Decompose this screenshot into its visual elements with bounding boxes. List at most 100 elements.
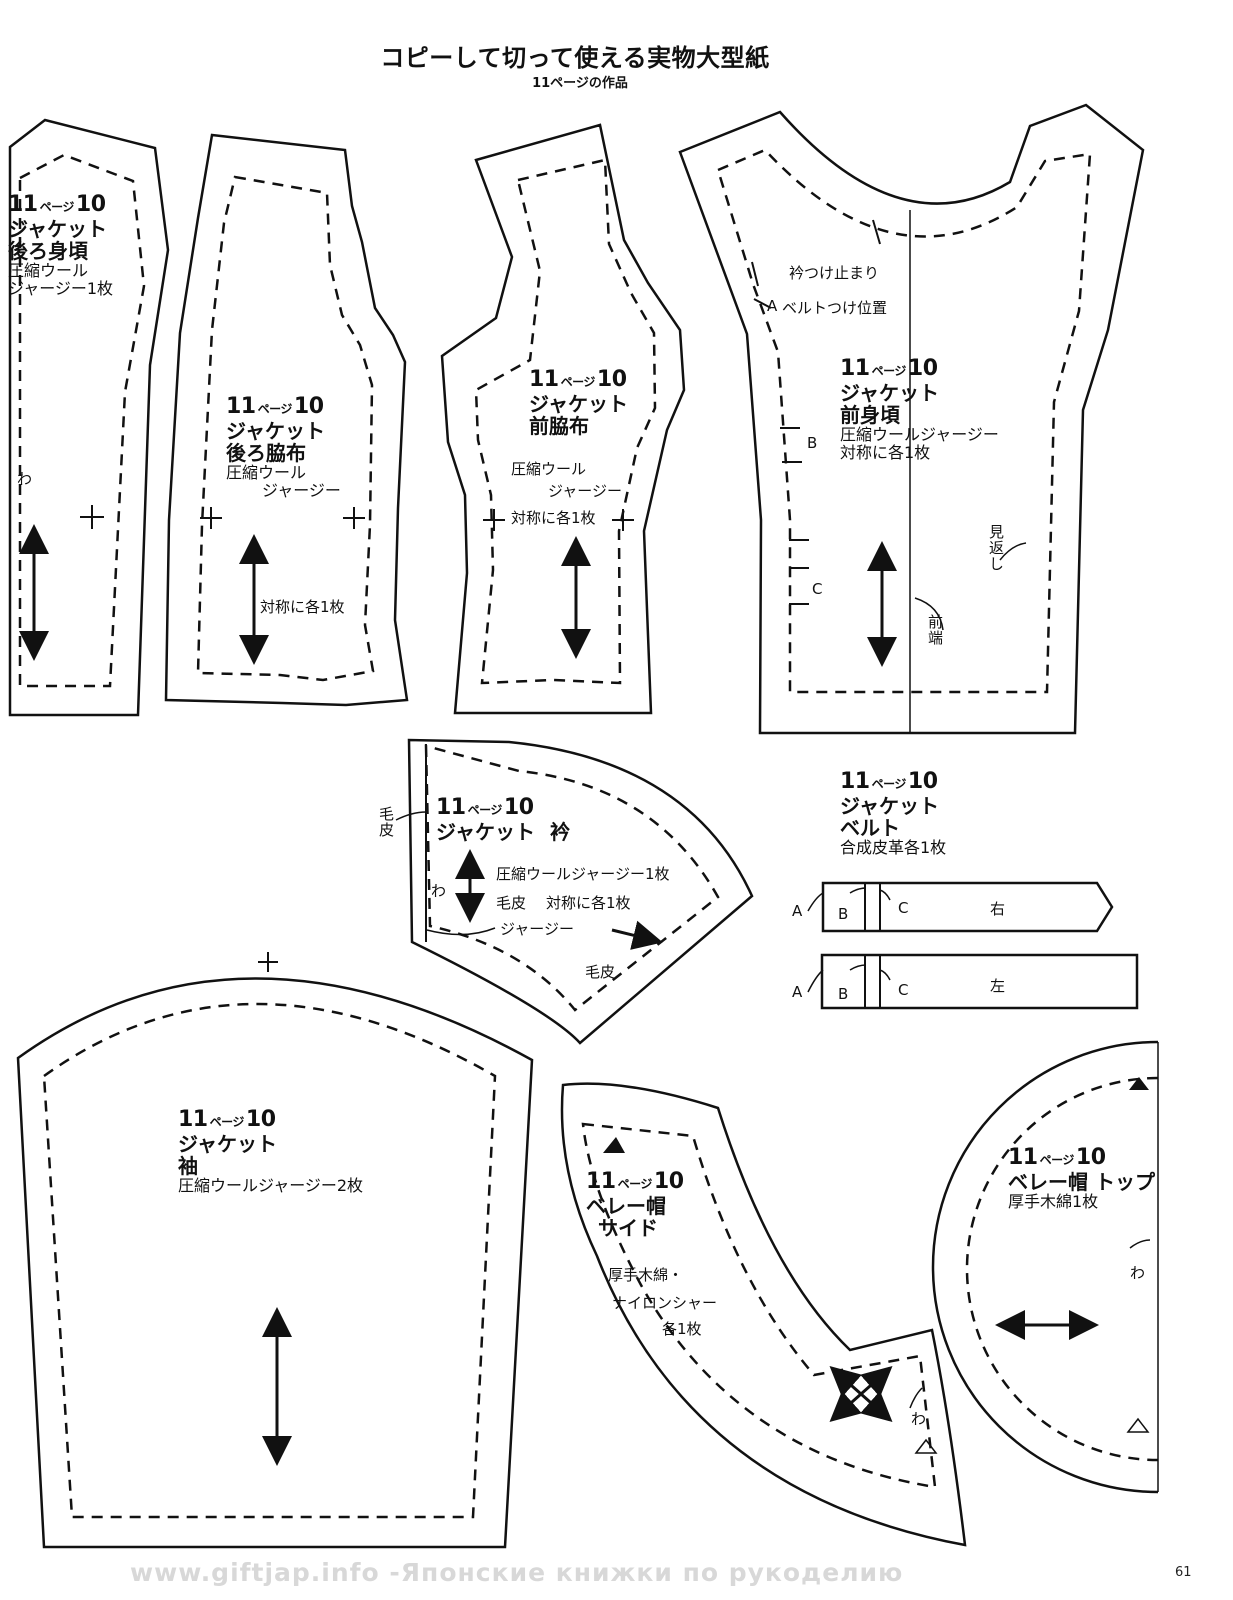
- back-body-fold-mark: わ: [17, 470, 33, 488]
- beret-top-ref-number: 10: [1075, 1145, 1106, 1170]
- back-body-fabric-2: ジャージー1枚: [8, 279, 114, 299]
- belt-mark-c-left: C: [898, 981, 909, 999]
- front-side-ref-number: 10: [596, 367, 627, 392]
- beret-side-count: 各1枚: [662, 1320, 702, 1338]
- front-side-fabric-1: 圧縮ウール: [511, 460, 587, 478]
- back-body-ref-page: 11: [8, 192, 38, 217]
- beret-side-ref-number: 10: [653, 1169, 684, 1194]
- front-body-count: 対称に各1枚: [840, 443, 931, 463]
- front-side-ref-small: ページ: [560, 375, 596, 389]
- front-body-front-edge: 前端: [926, 614, 944, 646]
- collar-fabric-1: 圧縮ウールジャージー1枚: [496, 865, 670, 883]
- back-side-title: ジャケット: [226, 418, 325, 443]
- belt-piece: [807, 881, 1139, 1010]
- back-body-fabric-1: 圧縮ウール: [8, 261, 89, 281]
- front-side-fabric-2: ジャージー: [548, 482, 622, 500]
- beret-top-ref-small: ページ: [1039, 1153, 1075, 1167]
- page-title: コピーして切って使える実物大型紙: [380, 44, 770, 72]
- belt-mark-b-right: B: [838, 905, 849, 923]
- collar-jersey: ジャージー: [500, 920, 574, 938]
- back-body-piece: [8, 118, 170, 717]
- collar-name: 衿: [549, 819, 570, 844]
- front-body-name: 前身頃: [840, 403, 900, 428]
- beret-side-fold-mark: わ: [911, 1410, 927, 1428]
- sleeve-name: 袖: [178, 1154, 198, 1179]
- front-side-title: ジャケット: [529, 391, 628, 416]
- beret-side-name: サイド: [598, 1216, 658, 1241]
- beret-top-ref-page: 11: [1008, 1145, 1038, 1170]
- belt-left-label: 左: [990, 977, 1006, 995]
- back-side-ref-page: 11: [226, 394, 256, 419]
- back-body-title: ジャケット: [8, 216, 107, 241]
- sleeve-ref-number: 10: [245, 1107, 276, 1132]
- belt-right-label: 右: [990, 900, 1006, 918]
- beret-top-fold-mark: わ: [1130, 1264, 1146, 1282]
- front-body-piece: [678, 103, 1145, 735]
- collar-fabric-2: 毛皮: [496, 894, 527, 912]
- front-body-fabric-1: 圧縮ウールジャージー: [840, 425, 999, 445]
- belt-mark-a-right: A: [792, 902, 803, 920]
- beret-side-piece: [560, 1082, 967, 1547]
- beret-top-title: ベレー帽 トップ: [1008, 1169, 1155, 1194]
- back-side-count: 対称に各1枚: [260, 598, 345, 616]
- front-body-collar-stop: 衿つけ止まり: [789, 264, 880, 282]
- front-body-facing: 見返し: [987, 524, 1005, 572]
- collar-title: ジャケット: [436, 819, 535, 844]
- back-side-fabric-1: 圧縮ウール: [226, 463, 307, 483]
- beret-side-title: ベレー帽: [586, 1193, 666, 1218]
- back-body-ref-number: 10: [75, 192, 106, 217]
- beret-top-fabric-1: 厚手木綿1枚: [1008, 1192, 1099, 1212]
- sleeve-piece: [16, 952, 534, 1549]
- belt-name: ベルト: [840, 816, 900, 841]
- site-watermark: www.giftjap.info -Японские книжки по рук…: [130, 1558, 904, 1587]
- belt-ref-page: 11: [840, 769, 870, 794]
- beret-side-ref-page: 11: [586, 1169, 616, 1194]
- belt-title: ジャケット: [840, 793, 939, 818]
- beret-top-piece: [931, 1040, 1159, 1494]
- page-subtitle: 11ページの作品: [532, 76, 628, 91]
- belt-mark-a-left: A: [792, 983, 803, 1001]
- back-side-name: 後ろ脇布: [226, 441, 306, 466]
- front-body-belt-position: ベルトつけ位置: [782, 299, 888, 317]
- collar-fur-side: 毛皮: [377, 806, 395, 838]
- collar-ref-page: 11: [436, 795, 466, 820]
- beret-side-fabric-1: 厚手木綿・: [608, 1266, 684, 1284]
- back-side-fabric-2: ジャージー: [262, 481, 341, 501]
- belt-ref-number: 10: [907, 769, 938, 794]
- front-body-ref-number: 10: [907, 356, 938, 381]
- front-side-piece: [440, 123, 686, 715]
- front-body-mark-a: A: [767, 297, 778, 315]
- belt-mark-c-right: C: [898, 899, 909, 917]
- back-side-ref-number: 10: [293, 394, 324, 419]
- collar-ref-number: 10: [503, 795, 534, 820]
- front-body-mark-b: B: [807, 434, 818, 452]
- collar-ref-small: ページ: [467, 803, 503, 817]
- front-body-title: ジャケット: [840, 380, 939, 405]
- collar-fur-bottom: 毛皮: [585, 963, 616, 981]
- front-body-ref-small: ページ: [871, 364, 907, 378]
- back-body-ref-small: ページ: [39, 200, 75, 214]
- back-side-ref-small: ページ: [257, 402, 293, 416]
- page-number: 61: [1175, 1565, 1192, 1580]
- belt-fabric-1: 合成皮革各1枚: [840, 838, 947, 858]
- back-side-piece: [164, 133, 409, 707]
- front-body-ref-page: 11: [840, 356, 870, 381]
- collar-title-row: ジャケット 衿: [436, 819, 570, 844]
- collar-fold-mark: わ: [431, 882, 447, 900]
